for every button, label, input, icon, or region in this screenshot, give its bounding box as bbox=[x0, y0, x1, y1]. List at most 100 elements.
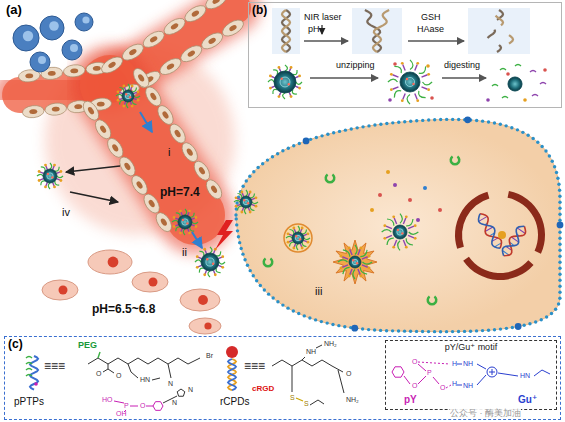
illustration-part bbox=[34, 382, 38, 386]
motif-label: pY bbox=[404, 394, 417, 406]
illustration-part bbox=[238, 194, 242, 198]
illustration-part bbox=[137, 73, 145, 82]
motif-label: Gu⁺ bbox=[518, 394, 537, 406]
illustration-part bbox=[477, 364, 486, 369]
illustration-part bbox=[342, 265, 348, 267]
illustration-part bbox=[238, 241, 241, 244]
illustration-part bbox=[558, 218, 561, 221]
illustration-part bbox=[408, 198, 412, 202]
illustration-part bbox=[157, 55, 183, 78]
illustration-part bbox=[400, 214, 402, 224]
illustration-part bbox=[558, 248, 561, 251]
illustration-part bbox=[378, 193, 382, 197]
process-label: digesting bbox=[444, 60, 480, 70]
illustration-part bbox=[360, 250, 367, 257]
illustration-part bbox=[241, 252, 244, 255]
illustration-part bbox=[228, 24, 237, 32]
illustration-part bbox=[509, 35, 513, 43]
illustration-part bbox=[338, 370, 344, 393]
illustration-part bbox=[403, 120, 406, 123]
illustration-part bbox=[488, 30, 495, 38]
illustration-part bbox=[373, 328, 376, 331]
illustration-part bbox=[344, 128, 347, 131]
illustration-part bbox=[302, 357, 305, 360]
illustration-part bbox=[167, 121, 189, 145]
illustration-part bbox=[263, 257, 274, 267]
illustration-part bbox=[236, 119, 560, 331]
atom-label: O bbox=[116, 372, 121, 380]
illustration-part bbox=[515, 65, 521, 67]
illustration-part bbox=[361, 327, 364, 330]
illustration-part bbox=[385, 329, 388, 332]
illustration-part bbox=[332, 366, 343, 372]
illustration-part bbox=[340, 266, 343, 269]
polymer-name: pPTPs bbox=[14, 396, 44, 408]
illustration-part bbox=[149, 92, 157, 101]
illustration-part bbox=[199, 251, 203, 255]
illustration-part bbox=[363, 262, 373, 264]
illustration-part bbox=[292, 366, 293, 392]
illustration-part bbox=[149, 278, 158, 287]
illustration-part bbox=[117, 90, 120, 93]
illustration-part bbox=[132, 88, 136, 92]
atom-label: NH bbox=[463, 382, 473, 390]
illustration-part bbox=[124, 87, 126, 91]
illustration-part bbox=[388, 60, 432, 104]
illustration-part bbox=[98, 352, 100, 358]
illustration-part bbox=[170, 22, 179, 30]
illustration-part bbox=[30, 52, 50, 72]
illustration-part bbox=[362, 257, 368, 259]
illustration-part bbox=[531, 137, 534, 140]
atom-label: NH bbox=[306, 348, 316, 356]
illustration-part bbox=[416, 218, 420, 222]
illustration-part bbox=[342, 257, 348, 259]
illustration-part bbox=[409, 120, 412, 123]
illustration-part bbox=[382, 230, 392, 232]
atom-label: N bbox=[168, 380, 173, 388]
illustration-part bbox=[141, 191, 163, 215]
illustration-part bbox=[287, 241, 290, 244]
illustration-part bbox=[124, 102, 126, 106]
illustration-part bbox=[274, 71, 296, 93]
illustration-part bbox=[235, 201, 238, 204]
illustration-part bbox=[558, 230, 561, 233]
step-number: i bbox=[168, 146, 170, 159]
illustration-part bbox=[191, 159, 213, 183]
illustration-part bbox=[173, 216, 176, 219]
illustration-part bbox=[129, 96, 131, 98]
illustration-part bbox=[53, 164, 56, 167]
illustration-part bbox=[129, 173, 151, 197]
illustration-part bbox=[38, 56, 46, 64]
illustration-part bbox=[75, 13, 93, 31]
illustration-part bbox=[427, 295, 438, 305]
illustration-part bbox=[44, 102, 67, 116]
illustration-part bbox=[451, 118, 454, 121]
illustration-part bbox=[173, 225, 176, 228]
illustration-part bbox=[249, 191, 252, 194]
illustration-part bbox=[263, 288, 266, 291]
illustration-part bbox=[29, 109, 37, 115]
illustration-part bbox=[240, 191, 243, 194]
illustration-part bbox=[60, 179, 63, 182]
illustration-part bbox=[285, 65, 287, 71]
illustration-part bbox=[292, 144, 295, 147]
illustration-part bbox=[536, 141, 539, 144]
illustration-part bbox=[469, 329, 472, 332]
illustration-part bbox=[228, 359, 236, 390]
illustration-part bbox=[234, 213, 237, 216]
illustration-part bbox=[210, 247, 212, 253]
illustration-part bbox=[255, 279, 258, 282]
illustration-part bbox=[243, 199, 245, 201]
illustration-part bbox=[42, 280, 78, 300]
illustration-part bbox=[409, 232, 419, 234]
illustration-part bbox=[114, 401, 124, 403]
atom-label: HO bbox=[102, 396, 113, 404]
illustration-part bbox=[70, 44, 78, 52]
illustration-part bbox=[172, 209, 198, 235]
illustration-part bbox=[558, 278, 561, 281]
atom-label: O bbox=[412, 382, 417, 390]
illustration-part bbox=[320, 134, 323, 137]
illustration-part bbox=[398, 241, 400, 251]
illustration-part bbox=[418, 362, 450, 364]
illustration-part bbox=[26, 375, 32, 377]
